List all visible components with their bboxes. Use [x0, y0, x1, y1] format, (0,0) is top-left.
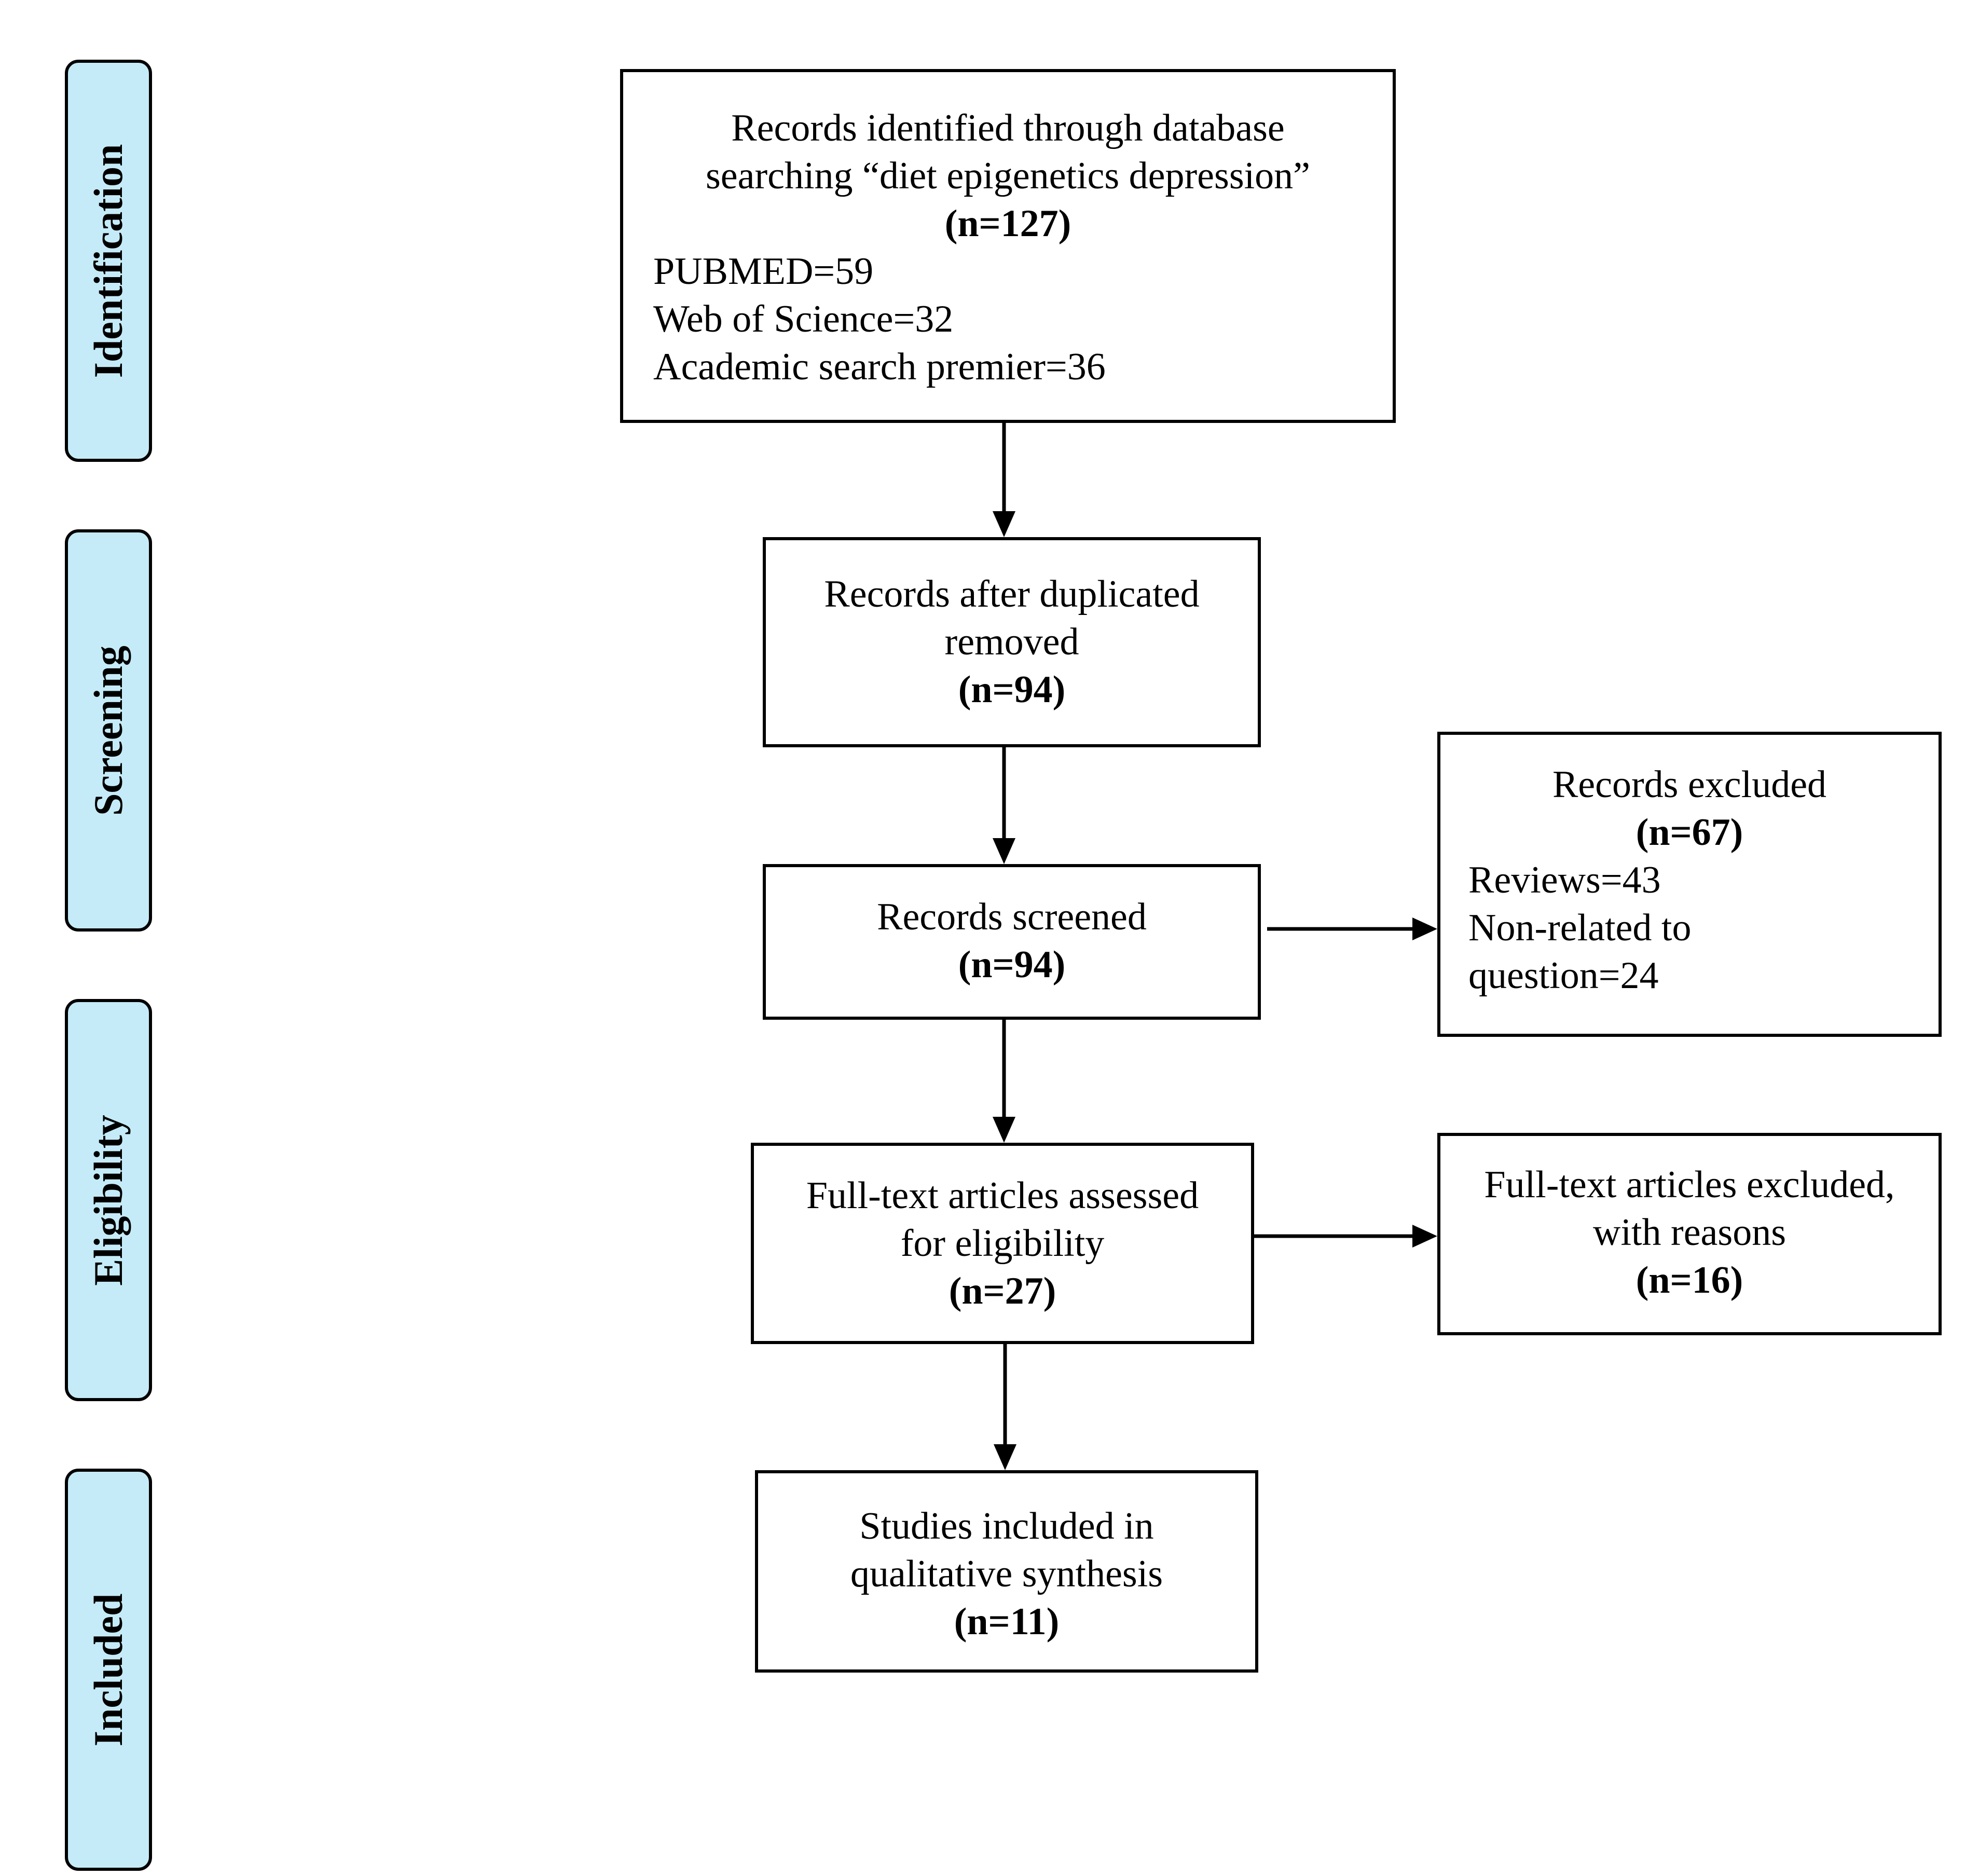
source-academic-search-premier: Academic search premier=36	[653, 346, 1106, 388]
stage-label-eligibility: Eligibility	[65, 999, 152, 1401]
records-screened-box: Records screened (n=94)	[763, 864, 1261, 1020]
stage-label-screening: Screening	[65, 529, 152, 932]
after-duplicates-line1: Records after duplicated	[824, 573, 1200, 615]
records-excluded-box: Records excluded (n=67) Reviews=43 Non-r…	[1437, 732, 1942, 1037]
records-excluded-count: (n=67)	[1636, 811, 1743, 854]
after-duplicates-line2: removed	[944, 621, 1079, 663]
arrowhead-down-2	[993, 838, 1015, 864]
records-screened-count: (n=94)	[958, 943, 1066, 986]
stage-label-identification-text: Identification	[86, 144, 131, 378]
fulltext-excluded-line1: Full-text articles excluded,	[1484, 1163, 1895, 1206]
after-duplicates-count: (n=94)	[958, 668, 1066, 711]
excluded-reason-non-related: Non-related to	[1468, 907, 1692, 949]
arrowhead-down-4	[994, 1444, 1016, 1470]
fulltext-assessed-line2: for eligibility	[900, 1222, 1105, 1265]
records-after-duplicates-box: Records after duplicated removed (n=94)	[763, 537, 1261, 747]
stage-label-identification: Identification	[65, 60, 152, 462]
stage-label-eligibility-text: Eligibility	[86, 1114, 131, 1286]
fulltext-excluded-box: Full-text articles excluded, with reason…	[1437, 1133, 1942, 1335]
stage-label-included: Included	[65, 1469, 152, 1871]
records-identified-line1: Records identified through database	[731, 107, 1285, 149]
fulltext-assessed-box: Full-text articles assessed for eligibil…	[751, 1143, 1254, 1344]
records-identified-box: Records identified through database sear…	[620, 69, 1396, 423]
stage-label-screening-text: Screening	[86, 645, 131, 816]
source-web-of-science: Web of Science=32	[653, 298, 954, 340]
fulltext-assessed-count: (n=27)	[949, 1270, 1056, 1312]
studies-included-box: Studies included in qualitative synthesi…	[755, 1470, 1258, 1673]
records-identified-count: (n=127)	[944, 202, 1071, 245]
excluded-reason-reviews: Reviews=43	[1468, 859, 1661, 901]
records-identified-line2: searching “diet epigenetics depression”	[705, 155, 1311, 197]
records-excluded-line1: Records excluded	[1552, 763, 1827, 806]
source-pubmed: PUBMED=59	[653, 250, 874, 293]
fulltext-excluded-count: (n=16)	[1636, 1259, 1743, 1302]
arrowhead-right-2	[1412, 1225, 1437, 1248]
records-screened-line1: Records screened	[877, 896, 1147, 938]
arrowhead-down-3	[993, 1117, 1015, 1143]
arrowhead-right-1	[1412, 918, 1437, 940]
studies-included-line1: Studies included in	[859, 1505, 1154, 1548]
arrowhead-down-1	[993, 511, 1015, 537]
fulltext-assessed-line1: Full-text articles assessed	[806, 1174, 1199, 1217]
studies-included-line2: qualitative synthesis	[850, 1553, 1163, 1595]
excluded-reason-question: question=24	[1468, 954, 1659, 997]
studies-included-count: (n=11)	[954, 1600, 1060, 1643]
fulltext-excluded-line2: with reasons	[1593, 1211, 1786, 1254]
stage-label-included-text: Included	[86, 1593, 131, 1746]
